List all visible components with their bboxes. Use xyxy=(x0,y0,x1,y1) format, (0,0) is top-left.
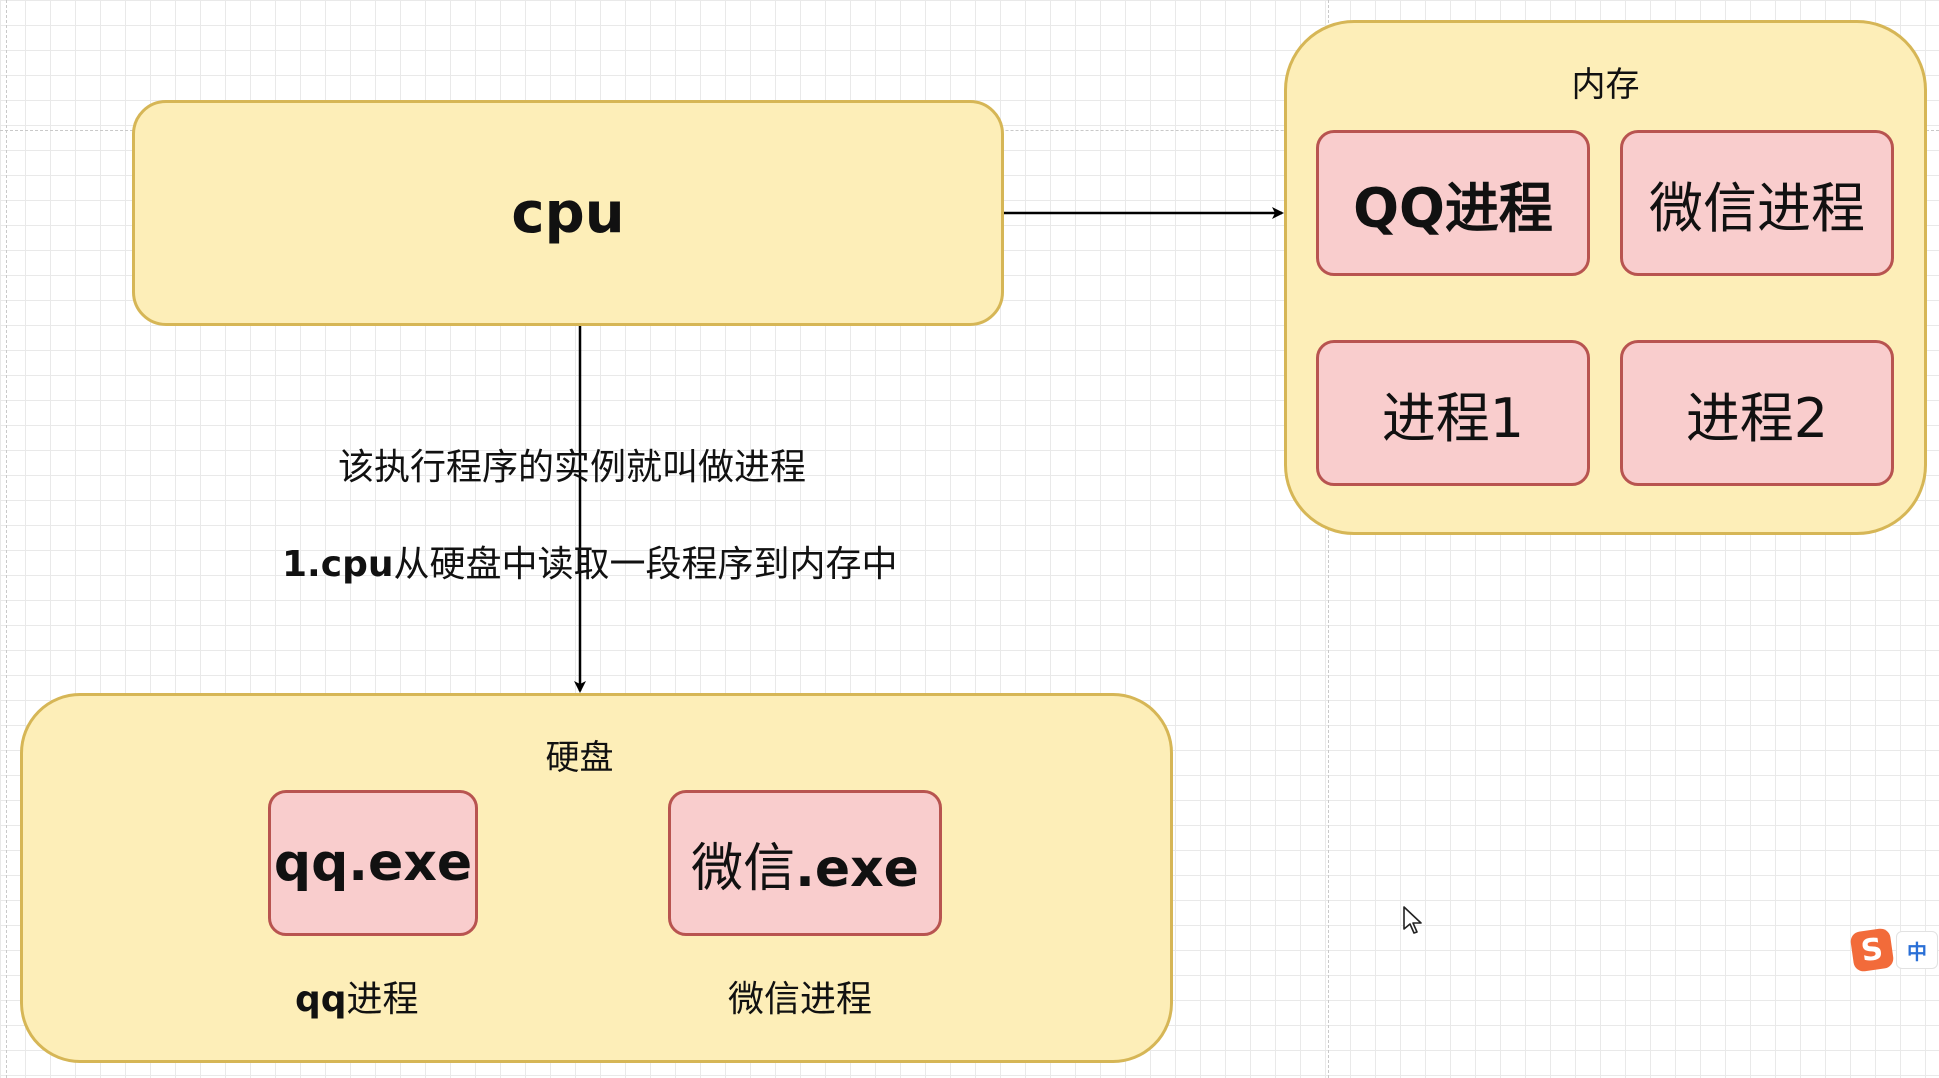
qq-exe-label: qq.exe xyxy=(273,833,473,893)
page-guide-left xyxy=(6,0,7,1078)
process-wechat-label: 微信进程 xyxy=(1649,176,1865,240)
mouse-pointer-icon xyxy=(1403,906,1422,934)
disk-title: 硬盘 xyxy=(545,738,614,778)
process-qq-label: QQ进程 xyxy=(1353,176,1553,240)
process-1-label: 进程1 xyxy=(1381,386,1525,450)
cpu-box[interactable]: cpu xyxy=(132,100,1004,326)
sogou-ime-icon: S xyxy=(1849,927,1895,973)
page-guide-vertical xyxy=(1328,0,1329,1078)
process-2-box[interactable]: 进程2 xyxy=(1620,340,1894,486)
process-1-box[interactable]: 进程1 xyxy=(1316,340,1590,486)
ime-mode-indicator[interactable]: 中 xyxy=(1896,931,1938,969)
wechat-process-caption[interactable]: 微信进程 xyxy=(728,979,873,1020)
process-2-label: 进程2 xyxy=(1685,386,1829,450)
ime-badge[interactable]: S 中 xyxy=(1849,927,1939,973)
step1-label[interactable]: 1.cpu从硬盘中读取一段程序到内存中 xyxy=(282,544,898,585)
process-wechat-box[interactable]: 微信进程 xyxy=(1620,130,1894,276)
qq-exe-box[interactable]: qq.exe xyxy=(268,790,478,936)
disk-container[interactable]: 硬盘 xyxy=(20,693,1173,1063)
qq-process-caption[interactable]: qq进程 xyxy=(295,979,419,1020)
wechat-exe-box[interactable]: 微信.exe xyxy=(668,790,942,936)
instance-note-label[interactable]: 该执行程序的实例就叫做进程 xyxy=(338,447,807,488)
cpu-label: cpu xyxy=(511,180,625,246)
memory-title: 内存 xyxy=(1571,65,1640,105)
wechat-exe-label: 微信.exe xyxy=(691,838,919,899)
process-qq-box[interactable]: QQ进程 xyxy=(1316,130,1590,276)
